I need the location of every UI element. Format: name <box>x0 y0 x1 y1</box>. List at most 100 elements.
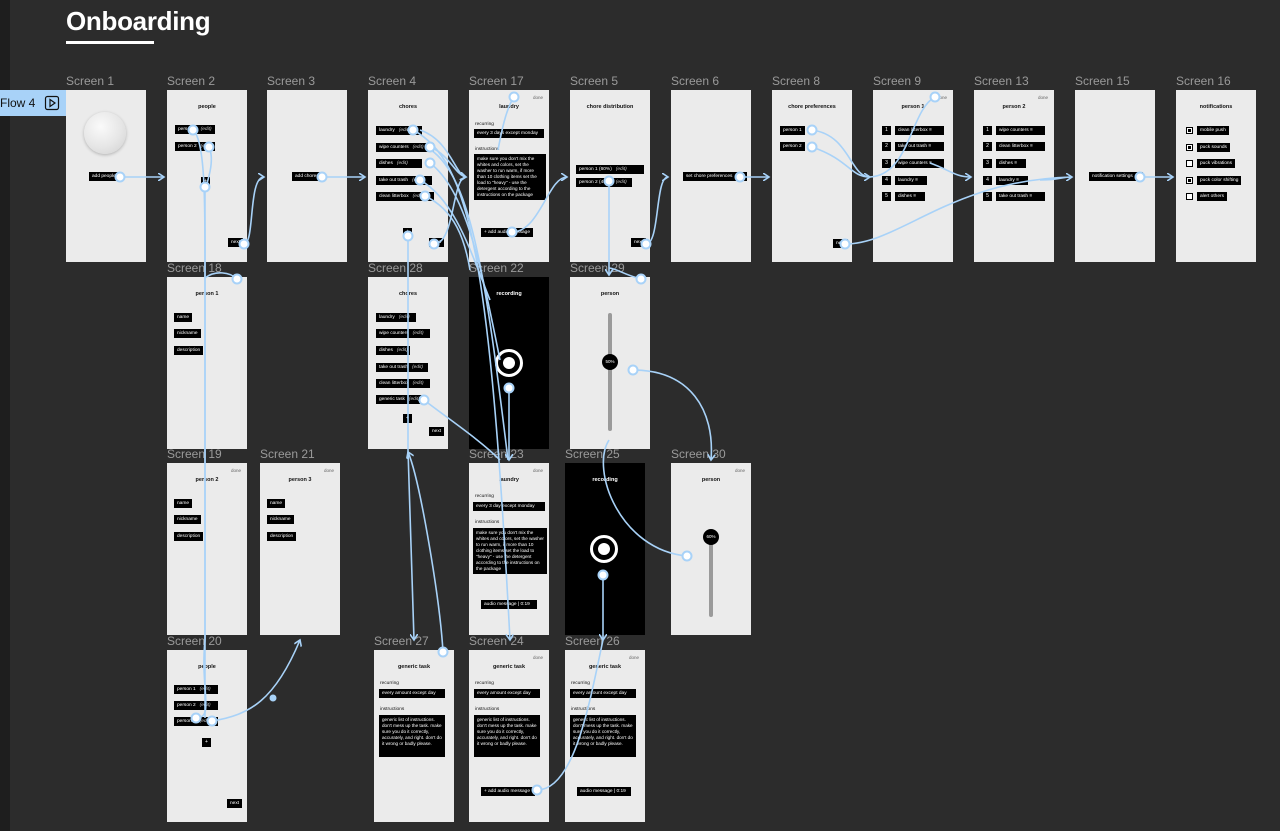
slider-track[interactable] <box>709 531 713 617</box>
person-item[interactable]: person 1(edit) <box>175 125 215 134</box>
frame-screen-1[interactable]: add people <box>66 90 146 262</box>
edit-link[interactable]: (edit) <box>199 719 211 724</box>
edit-link[interactable]: (edit) <box>199 703 211 708</box>
instructions-text[interactable]: generic list of instructions. don't mess… <box>474 715 540 757</box>
nickname-field[interactable]: nickname <box>174 329 201 338</box>
nickname-field[interactable]: nickname <box>174 515 201 524</box>
done-button[interactable]: done <box>532 655 543 660</box>
description-field[interactable]: description <box>174 346 204 355</box>
notification-checkbox[interactable] <box>1186 193 1193 200</box>
person-preference-item[interactable]: person 2 <box>780 142 805 151</box>
frame-screen-27[interactable]: generic task recurring every amount exce… <box>374 650 454 822</box>
frame-screen-17[interactable]: done laundry recurring every 3 days exce… <box>469 90 549 262</box>
ranked-chore[interactable]: take out trash ≡ <box>996 192 1045 201</box>
drag-handle-icon[interactable]: ≡ <box>1029 144 1033 149</box>
add-people-button[interactable]: add people <box>89 172 119 181</box>
slider-knob[interactable]: 50% <box>602 354 618 370</box>
edit-link[interactable]: (edit) <box>398 128 410 133</box>
drag-handle-icon[interactable]: ≡ <box>1029 194 1033 199</box>
done-button[interactable]: done <box>936 95 947 100</box>
audio-message-player[interactable]: audio message | 0:19 <box>481 600 537 609</box>
frame-screen-16[interactable]: notifications mobile push puck sounds pu… <box>1176 90 1256 262</box>
edit-link[interactable]: (edit) <box>412 331 424 336</box>
drag-handle-icon[interactable]: ≡ <box>1029 128 1033 133</box>
flow-starting-point[interactable]: Flow 4 <box>0 90 66 116</box>
set-chore-preferences-button[interactable]: set chore preferences <box>683 172 747 181</box>
frame-screen-5[interactable]: chore distribution person 1 (60%)(edit) … <box>570 90 650 262</box>
add-chore-button[interactable]: + <box>403 228 412 237</box>
recurring-select[interactable]: every 3 day except monday <box>473 502 545 511</box>
instructions-text[interactable]: generic list of instructions. don't mess… <box>379 715 445 757</box>
name-field[interactable]: name <box>174 313 192 322</box>
record-icon[interactable] <box>590 535 618 563</box>
edit-link[interactable]: (edit) <box>412 178 424 183</box>
ranked-chore[interactable]: laundry ≡ <box>996 176 1028 185</box>
frame-screen-24[interactable]: done generic task recurring every amount… <box>469 650 549 822</box>
done-button[interactable]: done <box>734 468 745 473</box>
next-button[interactable]: next <box>429 427 445 436</box>
frame-screen-21[interactable]: done person 3 name nickname description <box>260 463 340 635</box>
recurring-select[interactable]: every amount except day <box>474 689 540 698</box>
ranked-chore[interactable]: dishes ≡ <box>895 192 925 201</box>
done-button[interactable]: done <box>323 468 334 473</box>
frame-screen-19[interactable]: done person 2 name nickname description <box>167 463 247 635</box>
play-icon[interactable] <box>44 95 60 111</box>
add-person-button[interactable]: + <box>202 738 211 747</box>
edit-link[interactable]: (edit) <box>396 161 408 166</box>
frame-screen-29[interactable]: person 50% <box>570 277 650 449</box>
edit-link[interactable]: (edit) <box>200 127 212 132</box>
next-button[interactable]: next <box>228 238 244 247</box>
notification-checkbox[interactable] <box>1186 144 1193 151</box>
chore-item[interactable]: take out trash(edit) <box>376 176 432 185</box>
person-item[interactable]: person 1(edit) <box>174 685 218 694</box>
notification-checkbox[interactable] <box>1186 160 1193 167</box>
drag-handle-icon[interactable]: ≡ <box>913 194 917 199</box>
ranked-chore[interactable]: wipe counters ≡ <box>996 126 1045 135</box>
next-button[interactable]: next <box>227 799 243 808</box>
edit-link[interactable]: (edit) <box>412 194 424 199</box>
recurring-select[interactable]: every amount except day <box>570 689 636 698</box>
drag-handle-icon[interactable]: ≡ <box>915 178 918 183</box>
frame-screen-20[interactable]: people person 1(edit) person 2(edit) per… <box>167 650 247 822</box>
slider-track[interactable] <box>608 313 612 431</box>
frame-screen-4[interactable]: chores laundry(edit) wipe counters(edit)… <box>368 90 448 262</box>
frame-screen-23[interactable]: done laundry recurring every 3 day excep… <box>469 463 549 635</box>
edit-link[interactable]: (edit) <box>408 397 420 402</box>
chore-item[interactable]: take out trash(edit) <box>376 363 428 372</box>
drag-handle-icon[interactable]: ≡ <box>1016 178 1019 183</box>
frame-screen-22[interactable]: recording <box>469 277 549 449</box>
frame-screen-9[interactable]: done person 1 1 clean litterbox ≡ 2 take… <box>873 90 953 262</box>
frame-screen-15[interactable]: notification settings <box>1075 90 1155 262</box>
notification-checkbox[interactable] <box>1186 127 1193 134</box>
instructions-text[interactable]: generic list of instructions. don't mess… <box>570 715 636 757</box>
edit-link[interactable]: (edit) <box>199 687 211 692</box>
edit-link[interactable]: (edit) <box>615 180 627 185</box>
edit-link[interactable]: (edit) <box>396 348 408 353</box>
name-field[interactable]: name <box>267 499 285 508</box>
chore-item[interactable]: wipe counters(edit) <box>376 329 430 338</box>
chore-item[interactable]: clean litterbox(edit) <box>376 379 430 388</box>
add-audio-button[interactable]: + add audio message <box>481 787 535 796</box>
chore-item[interactable]: generic task(edit) <box>376 395 424 404</box>
ranked-chore[interactable]: clean litterbox ≡ <box>895 126 944 135</box>
frame-screen-26[interactable]: done generic task recurring every amount… <box>565 650 645 822</box>
chore-item[interactable]: laundry(edit) <box>376 126 422 135</box>
chore-item[interactable]: laundry(edit) <box>376 313 416 322</box>
next-button[interactable]: next <box>429 238 445 247</box>
add-chores-button[interactable]: add chores <box>292 172 322 181</box>
person-preference-item[interactable]: person 1 <box>780 126 805 135</box>
edit-link[interactable]: (edit) <box>200 144 212 149</box>
person-item[interactable]: person 2(edit) <box>174 701 218 710</box>
nickname-field[interactable]: nickname <box>267 515 294 524</box>
done-button[interactable]: done <box>532 95 543 100</box>
frame-screen-28[interactable]: chores laundry(edit) wipe counters(edit)… <box>368 277 448 449</box>
distribution-row[interactable]: person 1 (60%)(edit) <box>576 165 644 174</box>
edit-link[interactable]: (edit) <box>398 315 410 320</box>
distribution-row[interactable]: person 2 (40%)(edit) <box>576 178 632 187</box>
done-button[interactable]: done <box>1037 95 1048 100</box>
chore-item[interactable]: dishes(edit) <box>376 159 422 168</box>
frame-screen-13[interactable]: done person 2 1 wipe counters ≡ 2 clean … <box>974 90 1054 262</box>
instructions-text[interactable]: make sure you don't mix the whites and c… <box>474 154 546 200</box>
next-button[interactable]: next <box>631 238 647 247</box>
frame-screen-25[interactable]: recording <box>565 463 645 635</box>
